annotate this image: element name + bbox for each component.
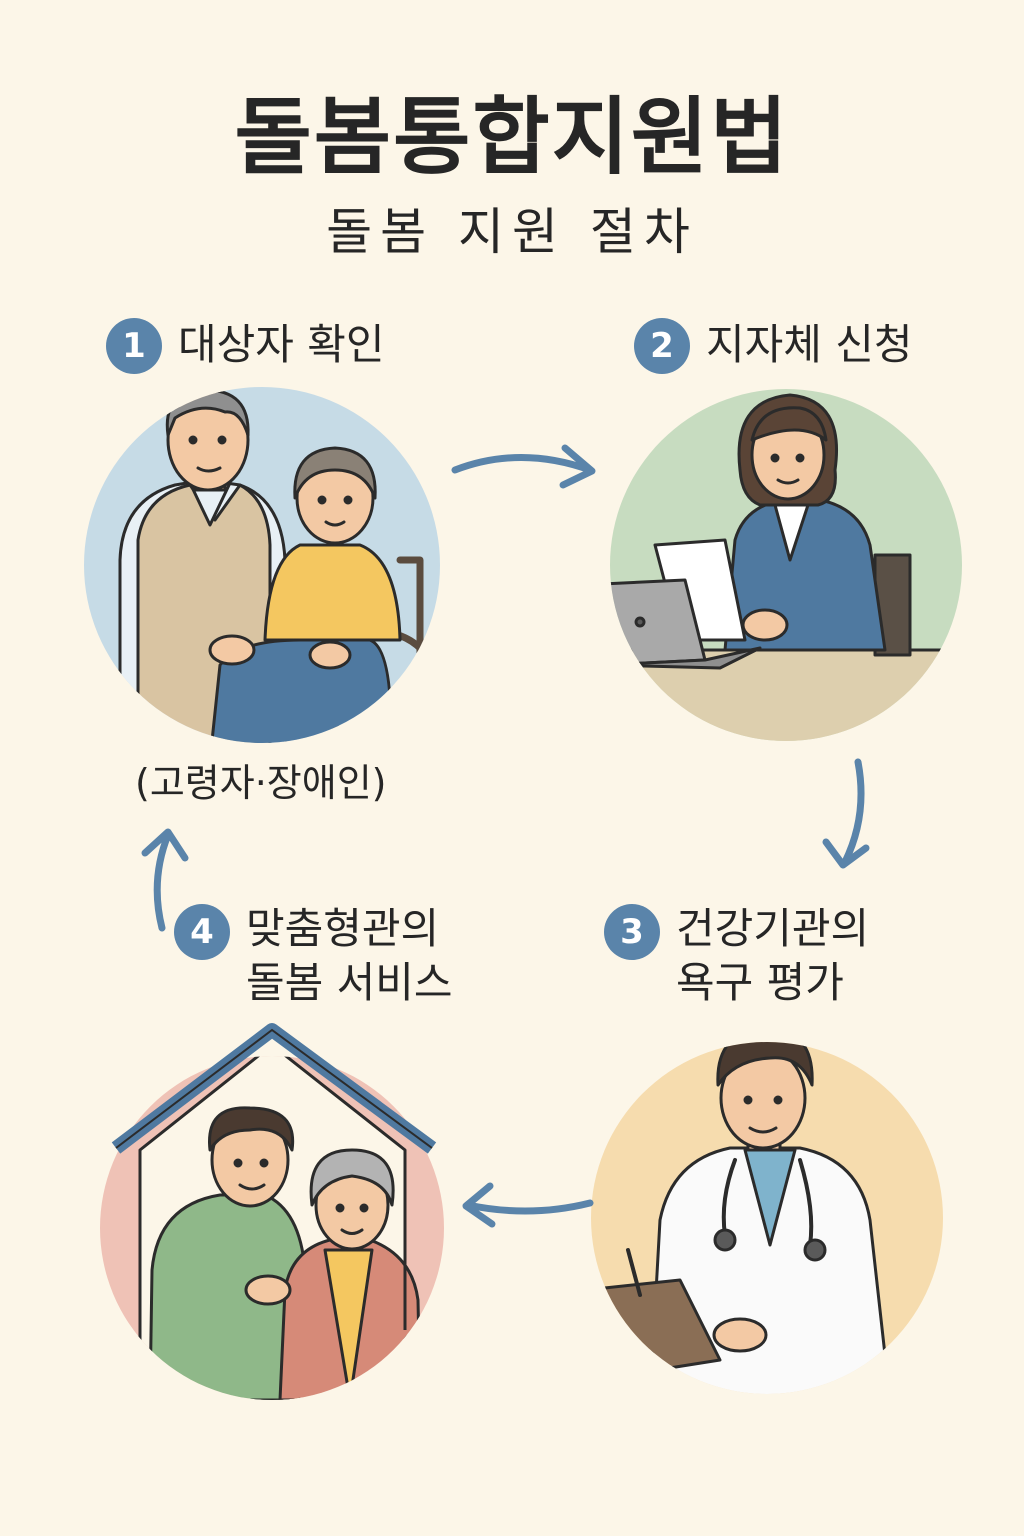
man-hand bbox=[208, 634, 256, 666]
doctor-eye-right bbox=[773, 1095, 783, 1105]
step-3-label: 3 건강기관의 욕구 평가 bbox=[604, 902, 869, 1010]
worker-shirt bbox=[773, 503, 810, 562]
step-1-note: (고령자·장애인) bbox=[135, 761, 387, 805]
arrow-step1-to-step2 bbox=[451, 444, 596, 489]
pen bbox=[626, 1248, 642, 1297]
laptop-base bbox=[610, 646, 762, 670]
worker-bangs bbox=[750, 406, 828, 442]
step-4-text: 맞춤형관의 돌봄 서비스 bbox=[246, 904, 453, 1007]
step-1-illustration bbox=[84, 387, 440, 743]
son-hand bbox=[244, 1274, 292, 1306]
step-1-label: 1 대상자 확인 bbox=[106, 318, 385, 374]
woman-eye-left bbox=[317, 495, 327, 505]
son-eye-left bbox=[233, 1158, 243, 1168]
laptop-logo bbox=[634, 616, 646, 628]
step-4-number-badge: 4 bbox=[174, 904, 230, 960]
step-1-text: 대상자 확인 bbox=[178, 320, 385, 369]
stethoscope-right bbox=[798, 1158, 814, 1247]
woman-hand bbox=[308, 640, 352, 670]
son-hair bbox=[208, 1106, 295, 1152]
step-4-illustration bbox=[100, 1023, 444, 1400]
mother-hair bbox=[309, 1148, 395, 1207]
doctor-hand bbox=[712, 1317, 768, 1353]
doctor-eye-left bbox=[743, 1095, 753, 1105]
step-2-text: 지자체 신청 bbox=[706, 320, 913, 369]
stethoscope-chest-piece bbox=[713, 1228, 737, 1252]
mother-eye-right bbox=[359, 1203, 369, 1213]
woman-sweater bbox=[263, 543, 402, 642]
stethoscope-left bbox=[721, 1158, 737, 1237]
page-title: 돌봄통합지원법 bbox=[234, 88, 790, 186]
step-3-number-badge: 3 bbox=[604, 904, 660, 960]
doctor-mouth bbox=[748, 1126, 778, 1134]
arrow-step3-to-step4 bbox=[462, 1182, 594, 1228]
woman-mouth bbox=[324, 520, 346, 527]
mother-eye-left bbox=[335, 1203, 345, 1213]
woman-hair bbox=[293, 446, 377, 500]
arrow-step2-to-step3 bbox=[822, 758, 870, 869]
step-2-illustration bbox=[610, 389, 962, 741]
man-eye-left bbox=[188, 435, 198, 445]
arrow-step4-to-step1 bbox=[141, 828, 189, 932]
page-subtitle: 돌봄 지원 절차 bbox=[326, 203, 698, 261]
son-eye-right bbox=[259, 1158, 269, 1168]
man-collar bbox=[188, 481, 232, 527]
step-1-number-badge: 1 bbox=[106, 318, 162, 374]
worker-eye-right bbox=[795, 453, 805, 463]
man-mouth bbox=[196, 466, 222, 473]
son-mouth bbox=[238, 1183, 266, 1191]
step-2-label: 2 지자체 신청 bbox=[634, 318, 913, 374]
step-3-illustration bbox=[591, 1042, 943, 1394]
worker-mouth bbox=[776, 478, 800, 485]
mother-mouth bbox=[340, 1228, 364, 1235]
worker-hand bbox=[741, 608, 789, 642]
man-eye-right bbox=[217, 435, 227, 445]
step-3-text: 건강기관의 욕구 평가 bbox=[676, 904, 870, 1007]
woman-eye-right bbox=[343, 495, 353, 505]
step-4-label: 4 맞춤형관의 돌봄 서비스 bbox=[174, 902, 453, 1010]
house-roof-outline bbox=[115, 1028, 433, 1149]
step-2-number-badge: 2 bbox=[634, 318, 690, 374]
stethoscope-earpiece bbox=[803, 1238, 827, 1262]
worker-eye-left bbox=[770, 453, 780, 463]
